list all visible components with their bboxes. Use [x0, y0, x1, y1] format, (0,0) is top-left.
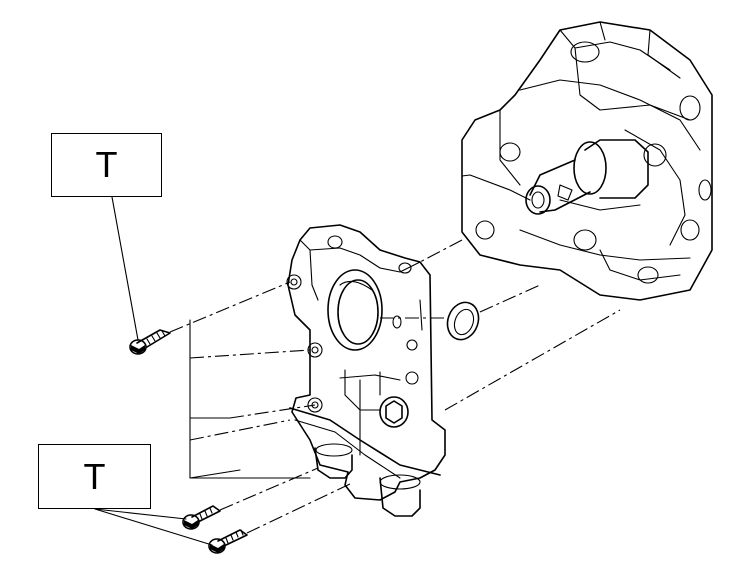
callout-label-top: T [95, 144, 118, 185]
assembly-lines [169, 239, 621, 534]
oil-pump-housing [286, 224, 446, 517]
bolt-top [129, 329, 171, 355]
engine-housing [461, 21, 713, 301]
callout-leaders [94, 196, 213, 546]
callout-label-bottom: T [83, 455, 106, 497]
o-ring-seal [446, 301, 480, 341]
bolt-bottom-2 [208, 529, 248, 554]
torque-callout-bottom: T [38, 444, 151, 509]
bolt-bottom-1 [182, 505, 221, 530]
torque-callout-top: T [51, 133, 162, 197]
